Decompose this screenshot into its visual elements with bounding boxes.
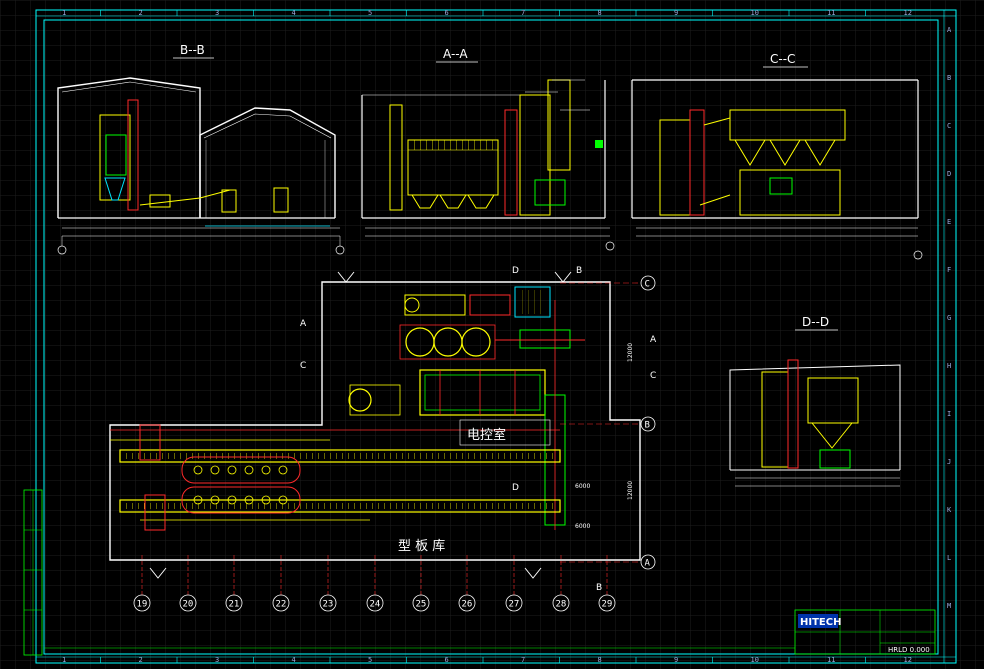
grid-ref-right: E <box>947 218 951 226</box>
dim-2: 6000 <box>575 523 590 530</box>
grid-ref-top: 3 <box>215 9 219 17</box>
title-block-logo: HITECH <box>800 617 841 628</box>
column-axis-label: 29 <box>602 600 613 610</box>
grid-ref-top: 6 <box>445 9 449 17</box>
grid-ref-top: 7 <box>521 9 525 17</box>
grid-ref-bottom: 9 <box>674 656 678 664</box>
grid-ref-bottom: 5 <box>368 656 372 664</box>
grid-ref-right: A <box>947 26 952 34</box>
column-axis-label: 23 <box>323 600 334 610</box>
drawing-frame <box>35 9 957 664</box>
row-axis-bubble <box>640 416 656 432</box>
column-axis-bubble <box>179 594 197 612</box>
row-axis-label: A <box>645 559 651 569</box>
grid-ref-bottom: 10 <box>751 656 759 664</box>
column-axis-label: 22 <box>276 600 287 610</box>
plan-letter-d2: D <box>512 483 519 493</box>
column-axis-label: 27 <box>509 600 520 610</box>
column-axis-label: 26 <box>462 600 473 610</box>
grid-ref-right: M <box>947 602 951 610</box>
column-axis-label: 24 <box>370 600 381 610</box>
section-dd-title: D--D <box>802 315 829 329</box>
title-block: HITECH HRLD 0.000 <box>44 609 936 655</box>
control-room-label: 电控室 <box>467 427 506 443</box>
column-axis-bubble <box>225 594 243 612</box>
column-axis-bubble <box>366 594 384 612</box>
grid-ref-bottom: 3 <box>215 656 219 664</box>
grid-ref-top: 8 <box>598 9 602 17</box>
grid-ref-bottom: 4 <box>292 656 296 664</box>
column-axis-label: 19 <box>137 600 148 610</box>
grid-ref-bottom: 11 <box>827 656 835 664</box>
grid-ref-bottom: 1 <box>62 656 66 664</box>
revision-strip <box>23 489 43 656</box>
row-axis-bubble <box>640 554 656 570</box>
column-axis-bubble <box>319 594 337 612</box>
section-cc-title: C--C <box>770 52 795 66</box>
column-axis-bubble <box>552 594 570 612</box>
grid-ref-right: K <box>947 506 952 514</box>
plan-letter-a1: A <box>300 319 307 329</box>
column-axis-bubble <box>272 594 290 612</box>
grid-ref-top: 10 <box>751 9 759 17</box>
grid-ref-top: 12 <box>904 9 912 17</box>
grid-ref-right: G <box>947 314 951 322</box>
grid-ref-bottom: 8 <box>598 656 602 664</box>
grid-reference-right: A B C D E F G H I J K L M <box>947 26 952 610</box>
grid-ref-top: 5 <box>368 9 372 17</box>
column-axis-bubble <box>412 594 430 612</box>
grid-ref-bottom: 6 <box>445 656 449 664</box>
title-block-drawing-no: HRLD 0.000 <box>888 646 930 654</box>
grid-ref-right: C <box>947 122 951 130</box>
plan-letter-a2: A <box>650 335 657 345</box>
grid-ref-top: 1 <box>62 9 66 17</box>
section-dd: D--D <box>729 315 901 487</box>
section-bb: B--B <box>57 43 345 255</box>
grid-ref-right: B <box>947 74 951 82</box>
grid-ref-right: D <box>947 170 951 178</box>
grid-ref-right: H <box>947 362 951 370</box>
dim-3: 12000 <box>627 343 634 362</box>
template-store-label: 型 板 库 <box>398 538 445 554</box>
grid-ref-bottom: 7 <box>521 656 525 664</box>
grid-ref-right: F <box>947 266 951 274</box>
grid-ref-right: L <box>947 554 951 562</box>
plan-letter-d1: D <box>512 266 519 276</box>
grid-ref-top: 4 <box>292 9 296 17</box>
plan-letter-c2: C <box>650 371 656 381</box>
grid-ref-bottom: 12 <box>904 656 912 664</box>
plan-letter-b1: B <box>576 266 582 276</box>
grid-ref-right: J <box>947 458 951 466</box>
grid-ref-top: 2 <box>139 9 143 17</box>
column-axis-label: 20 <box>183 600 194 610</box>
plan-letter-c1: C <box>300 361 306 371</box>
grid-ref-top: 9 <box>674 9 678 17</box>
row-axis-bubble <box>640 275 656 291</box>
dim-4: 12000 <box>627 481 634 500</box>
column-axis-bubble <box>505 594 523 612</box>
section-aa: A--A <box>361 47 615 251</box>
column-axis-bubble <box>598 594 616 612</box>
row-axis-label: B <box>645 421 650 431</box>
dim-1: 6000 <box>575 483 590 490</box>
column-axis-label: 25 <box>416 600 427 610</box>
section-cc: C--C <box>631 52 923 260</box>
grid-ref-top: 11 <box>827 9 835 17</box>
column-axis-label: 28 <box>556 600 567 610</box>
plan-view: 电控室 型 板 库 A C D B A C D B 6000 6000 1200… <box>109 266 657 612</box>
grid-ref-right: I <box>947 410 951 418</box>
plan-letter-b2: B <box>596 583 602 593</box>
section-bb-title: B--B <box>180 43 205 57</box>
column-axis-bubble <box>133 594 151 612</box>
column-axis-bubble <box>458 594 476 612</box>
grid-ref-bottom: 2 <box>139 656 143 664</box>
row-axis-label: C <box>645 280 650 290</box>
column-axis-label: 21 <box>229 600 240 610</box>
section-aa-title: A--A <box>443 47 468 61</box>
